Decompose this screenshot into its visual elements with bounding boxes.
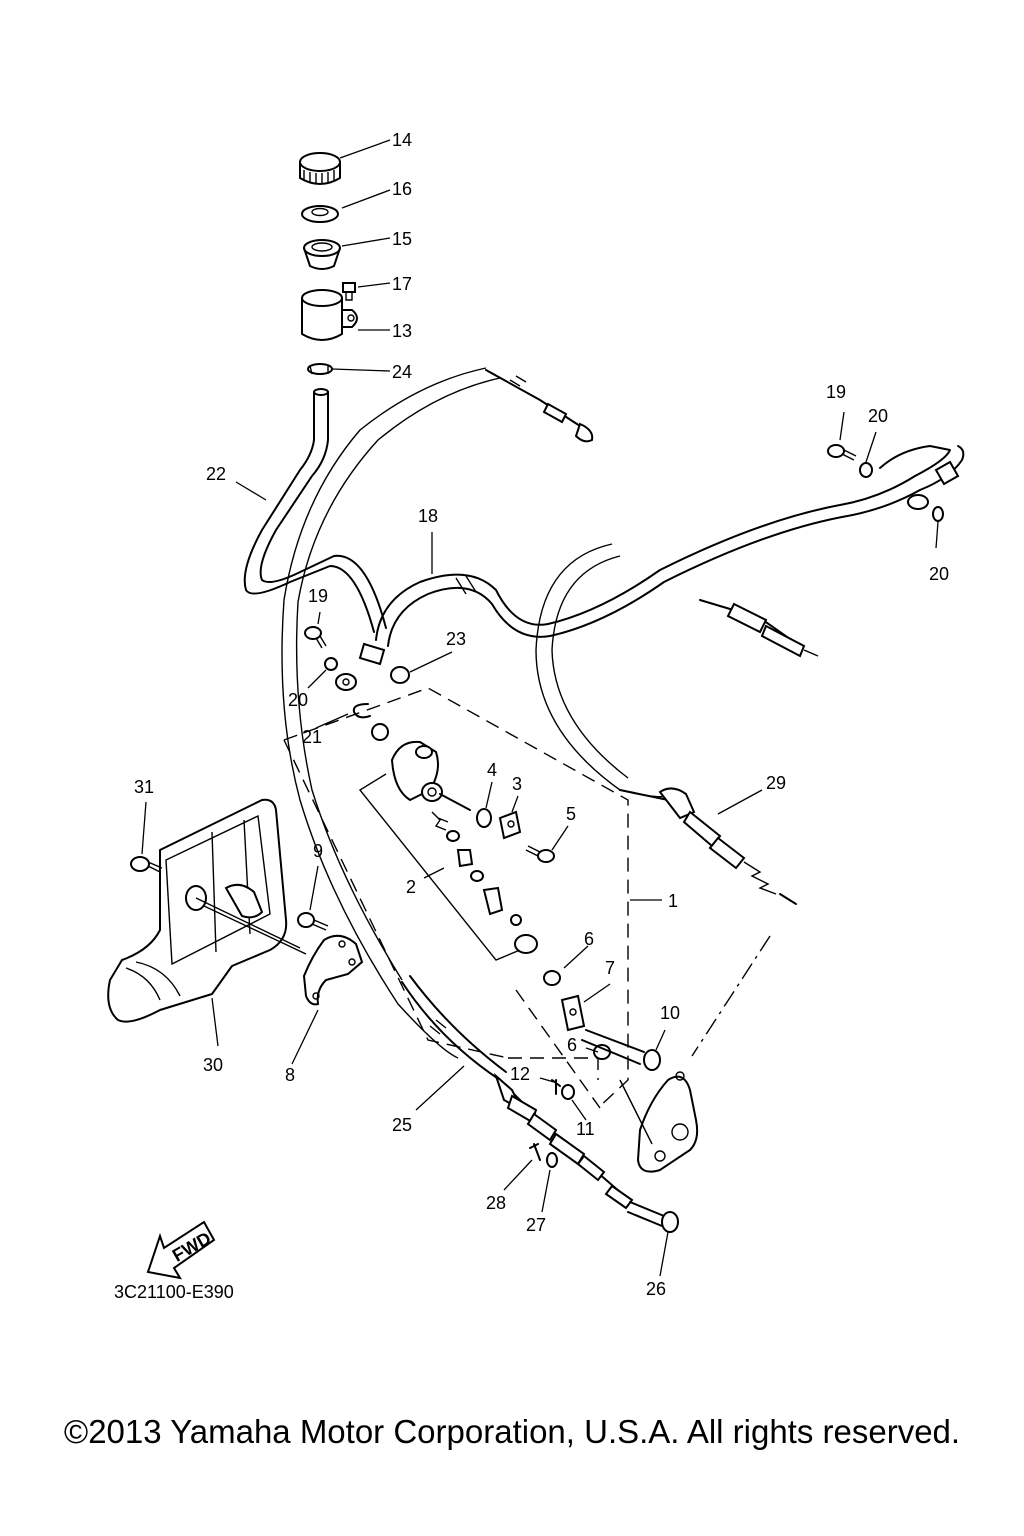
master-cylinder-body-part — [390, 740, 471, 811]
callout-25: 25 — [392, 1115, 412, 1135]
callout-15: 15 — [392, 229, 412, 249]
reservoir-hose-part — [243, 388, 387, 633]
callout-7: 7 — [605, 958, 615, 978]
callout-3: 3 — [512, 774, 522, 794]
screw-5-part — [525, 845, 555, 863]
reservoir-tank-part — [301, 289, 358, 341]
drawing-code: 3C21100-E390 — [114, 1282, 234, 1302]
cotter-pin-28-part — [529, 1143, 541, 1161]
callout-18: 18 — [418, 506, 438, 526]
cable-25-part — [401, 975, 634, 1210]
callout-30: 30 — [203, 1055, 223, 1075]
callout-28: 28 — [486, 1193, 506, 1213]
callout-16: 16 — [392, 179, 412, 199]
pin-26-part — [627, 1201, 679, 1233]
brake-lever-part — [636, 1071, 699, 1173]
callout-11: 11 — [576, 1119, 595, 1139]
fwd-arrow-icon: FWD — [146, 1220, 216, 1280]
callout-23: 23 — [446, 629, 466, 649]
parts-diagram: FWD 14 16 15 17 13 24 22 18 19 20 20 20 … — [107, 130, 965, 1302]
callout-29: 29 — [766, 773, 786, 793]
callout-20-lower: 20 — [288, 690, 308, 710]
union-bolt-upper-part — [827, 444, 857, 461]
fitting-3-part — [498, 810, 522, 840]
guard-plate-part — [107, 798, 307, 1023]
hose-clamp-23-part — [390, 666, 410, 684]
push-rod-joint-part — [560, 994, 586, 1032]
o-ring-part — [476, 808, 492, 828]
washer-lower — [324, 657, 338, 671]
washer-upper-a — [859, 462, 873, 478]
washer-27-part — [546, 1152, 558, 1168]
cotter-pin-12-part — [551, 1079, 561, 1095]
throttle-cable-loop-inner — [551, 555, 629, 779]
callout-9: 9 — [313, 841, 323, 861]
reservoir-diaphragm-part — [303, 239, 341, 270]
callout-27: 27 — [526, 1215, 546, 1235]
throttle-cable-loop — [535, 543, 671, 798]
union-bolt-lower-part — [304, 626, 327, 649]
callout-6-upper: 6 — [584, 929, 594, 949]
reservoir-screw-part — [342, 282, 356, 301]
callout-17: 17 — [392, 274, 412, 294]
assembly-leader-line — [619, 1079, 653, 1145]
center-line-right — [691, 935, 771, 1057]
callout-26: 26 — [646, 1279, 666, 1299]
callout-12: 12 — [510, 1064, 530, 1084]
callout-6-lower: 6 — [567, 1035, 577, 1055]
pin-10-part — [581, 1029, 661, 1071]
callout-2: 2 — [406, 877, 416, 897]
bracket-8-part — [302, 934, 364, 1006]
reservoir-cap-part — [299, 152, 341, 185]
piston-kit-bracket — [358, 773, 521, 961]
callout-4: 4 — [487, 760, 497, 780]
callout-19-lower: 19 — [308, 586, 328, 606]
callout-10: 10 — [660, 1003, 680, 1023]
hose-fitting-part — [335, 642, 386, 691]
upper-cable-end — [485, 369, 594, 443]
bolt-9-part — [297, 912, 329, 931]
callout-20-upper: 20 — [868, 406, 888, 426]
callout-13: 13 — [392, 321, 412, 341]
nut-upper-part — [543, 970, 561, 986]
callout-19-upper: 19 — [826, 382, 846, 402]
washer-11-part — [561, 1084, 575, 1100]
clutch-hose-part — [375, 445, 965, 647]
callout-20-right: 20 — [929, 564, 949, 584]
callout-5: 5 — [566, 804, 576, 824]
piston-kit-part — [431, 811, 538, 954]
front-hose-outline-inner — [295, 377, 501, 981]
callout-31: 31 — [134, 777, 154, 797]
bolt-31-part — [130, 856, 163, 873]
callout-14: 14 — [392, 130, 412, 150]
hose-clip-part — [307, 363, 333, 375]
circlip-part — [352, 703, 371, 719]
callout-22: 22 — [206, 464, 226, 484]
washer-upper-b — [932, 506, 944, 522]
front-hose-outline — [281, 367, 487, 1059]
dust-boot-part — [371, 723, 389, 741]
leader-lines — [141, 139, 939, 1277]
callout-8: 8 — [285, 1065, 295, 1085]
reservoir-diaphragm-plate-part — [301, 205, 339, 223]
cable-29-part — [619, 787, 797, 905]
copyright-notice: ©2013 Yamaha Motor Corporation, U.S.A. A… — [63, 1413, 961, 1450]
throttle-cable-end — [699, 599, 819, 658]
callout-24: 24 — [392, 362, 412, 382]
callout-21: 21 — [302, 727, 322, 747]
callout-1: 1 — [668, 891, 678, 911]
